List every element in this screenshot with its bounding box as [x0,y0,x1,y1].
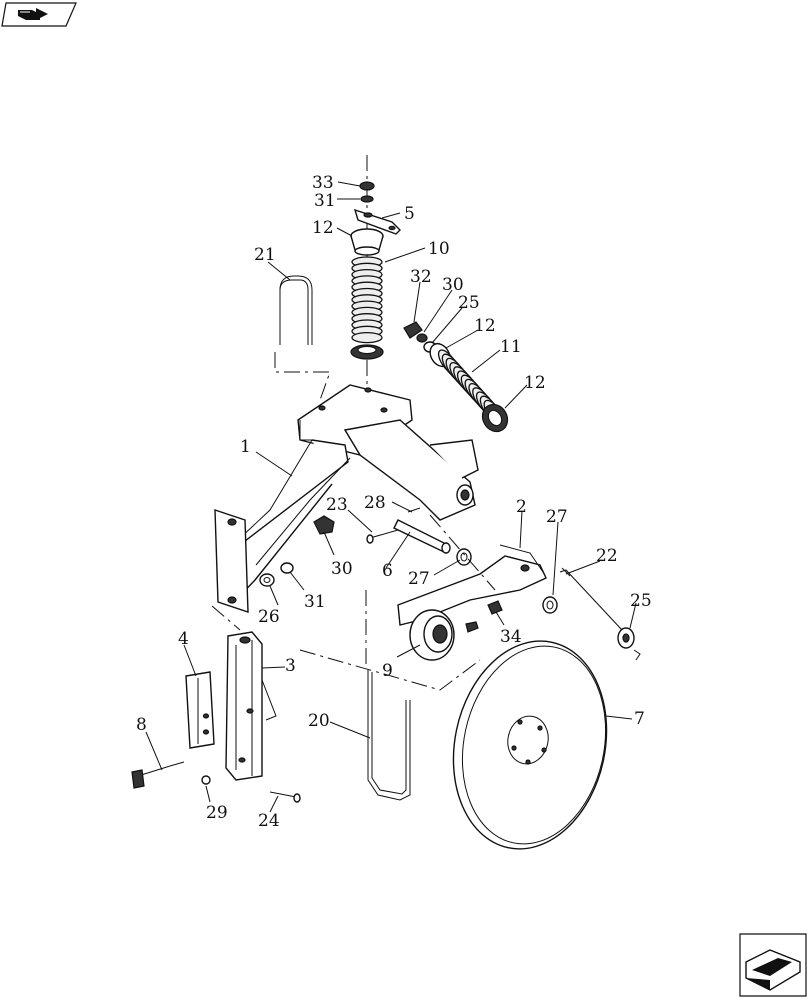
callout-c27b: 27 [408,569,430,589]
nut-32 [403,321,423,339]
callout-c7: 7 [634,709,645,729]
spring10-coil-turn [351,331,383,344]
callout-c31a: 31 [314,191,336,211]
callout-c28: 28 [364,493,386,513]
scraper-bracket-3 [225,631,277,781]
pivot-housing [343,419,479,521]
callout-c4: 4 [178,629,189,649]
disc-arm-2 [397,544,547,626]
u-bolt-20 [365,590,411,801]
callout-c32: 32 [410,267,432,287]
washer-27-right [542,596,558,614]
callout-c8: 8 [136,715,147,735]
washer-31-top [360,195,374,203]
callout-c6: 6 [382,561,393,581]
nut-29 [201,775,211,785]
callout-c12b: 12 [474,316,496,336]
tie-rod-22 [559,567,641,661]
hub-9 [409,609,479,661]
washer-27-left [456,548,472,566]
callout-c23: 23 [326,495,348,515]
callout-c1: 1 [240,437,251,457]
washer-30 [416,333,428,343]
bolt-24 [269,791,301,803]
guide-line-hub-disc [299,649,481,691]
callout-c27a: 27 [546,507,568,527]
callout-c21: 21 [254,245,276,265]
callout-c12c: 12 [524,373,546,393]
spring-10 [351,256,383,344]
back-nav-button[interactable] [1,2,77,27]
callout-c30a: 30 [442,275,464,295]
callout-c33: 33 [312,173,334,193]
disc-blade-7 [452,640,608,850]
forward-nav-button[interactable] [739,933,807,997]
callout-c24: 24 [258,811,280,831]
callout-c31b: 31 [304,592,326,612]
spring-cup-12-right-bottom [481,403,509,433]
callout-c22: 22 [596,546,618,566]
callout-c11: 11 [500,337,522,357]
callout-c12a: 12 [312,218,334,238]
bolt-8 [131,761,185,789]
callout-c30b: 30 [331,559,353,579]
callout-c25b: 25 [630,591,652,611]
nut-31-lower [280,562,294,574]
spring-cup-12-top [350,228,384,256]
callout-c5: 5 [404,204,415,224]
washer-26 [259,573,275,587]
callout-c26: 26 [258,607,280,627]
plate-5 [353,208,401,235]
guide-line-frame-bracket [211,605,241,631]
leader-lines [145,181,637,813]
callout-c9: 9 [382,661,393,681]
pin-6 [393,519,451,554]
callout-c25a: 25 [458,293,480,313]
u-bolt-21 [274,275,331,401]
book-back-icon [18,8,48,20]
page-next-arrow-icon [745,949,801,991]
nut-30-lower [313,515,335,535]
callout-c10: 10 [428,239,450,259]
callout-c20: 20 [308,711,330,731]
scraper-4 [185,671,215,749]
callout-c29: 29 [206,803,228,823]
callout-c34: 34 [500,627,522,647]
bolt-34 [487,600,503,615]
nut-33 [359,181,375,191]
bolt-23 [366,529,399,544]
spring-cup-12-bottom [350,344,384,360]
callout-c3: 3 [285,656,296,676]
callout-c2: 2 [516,497,527,517]
